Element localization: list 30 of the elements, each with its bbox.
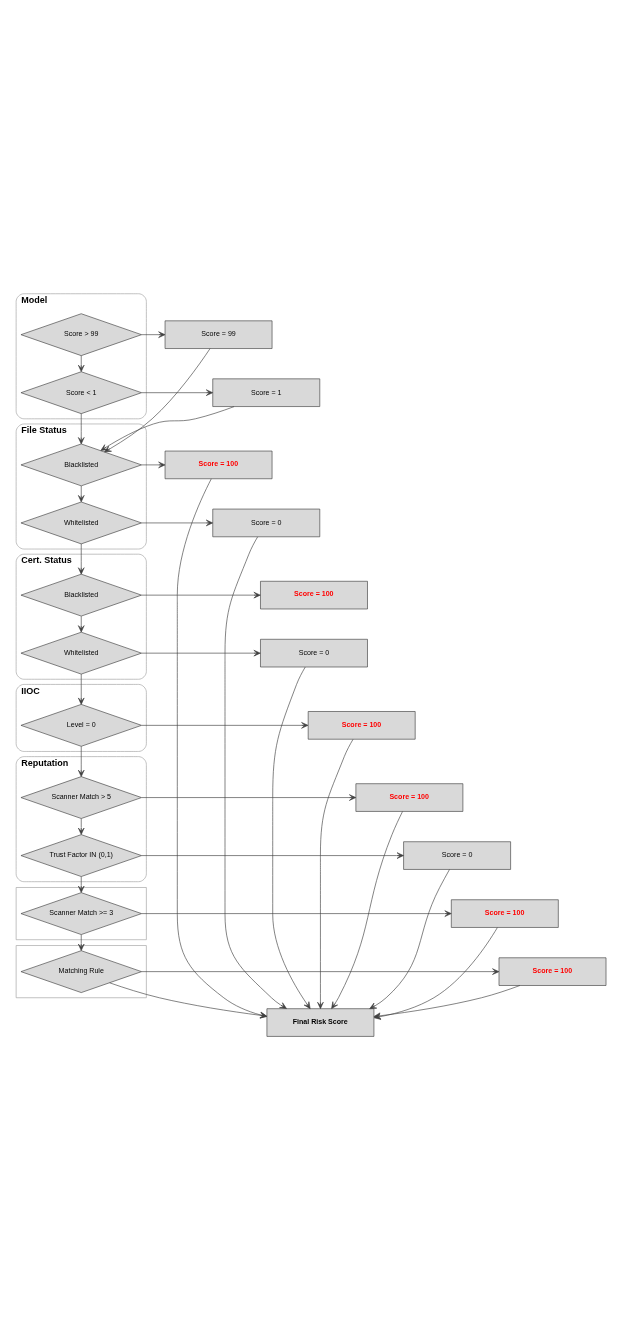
arrow	[141, 851, 404, 859]
arrow	[78, 355, 85, 372]
arrow	[141, 967, 500, 975]
arrow	[78, 933, 85, 951]
arrow	[331, 810, 403, 1009]
arrow	[224, 536, 287, 1009]
arrow	[78, 745, 85, 777]
arrow	[141, 330, 166, 338]
arrow	[78, 543, 85, 574]
arrow	[141, 909, 452, 917]
arrow	[141, 389, 213, 396]
arrow	[141, 591, 261, 598]
arrow	[141, 649, 261, 656]
arrow	[317, 738, 354, 1009]
arrow	[104, 347, 211, 452]
arrow	[78, 615, 85, 632]
arrow	[78, 673, 85, 705]
arrow	[78, 485, 85, 502]
arrow	[78, 817, 85, 835]
arrow	[78, 412, 85, 444]
arrow	[100, 405, 235, 451]
arrow	[373, 984, 521, 1019]
arrow	[141, 461, 166, 468]
arrow	[373, 926, 498, 1020]
arrow	[141, 519, 213, 526]
arrow	[369, 868, 450, 1009]
arrow	[141, 793, 357, 801]
arrow	[78, 875, 85, 893]
arrow	[272, 666, 311, 1009]
arrow	[141, 721, 309, 729]
